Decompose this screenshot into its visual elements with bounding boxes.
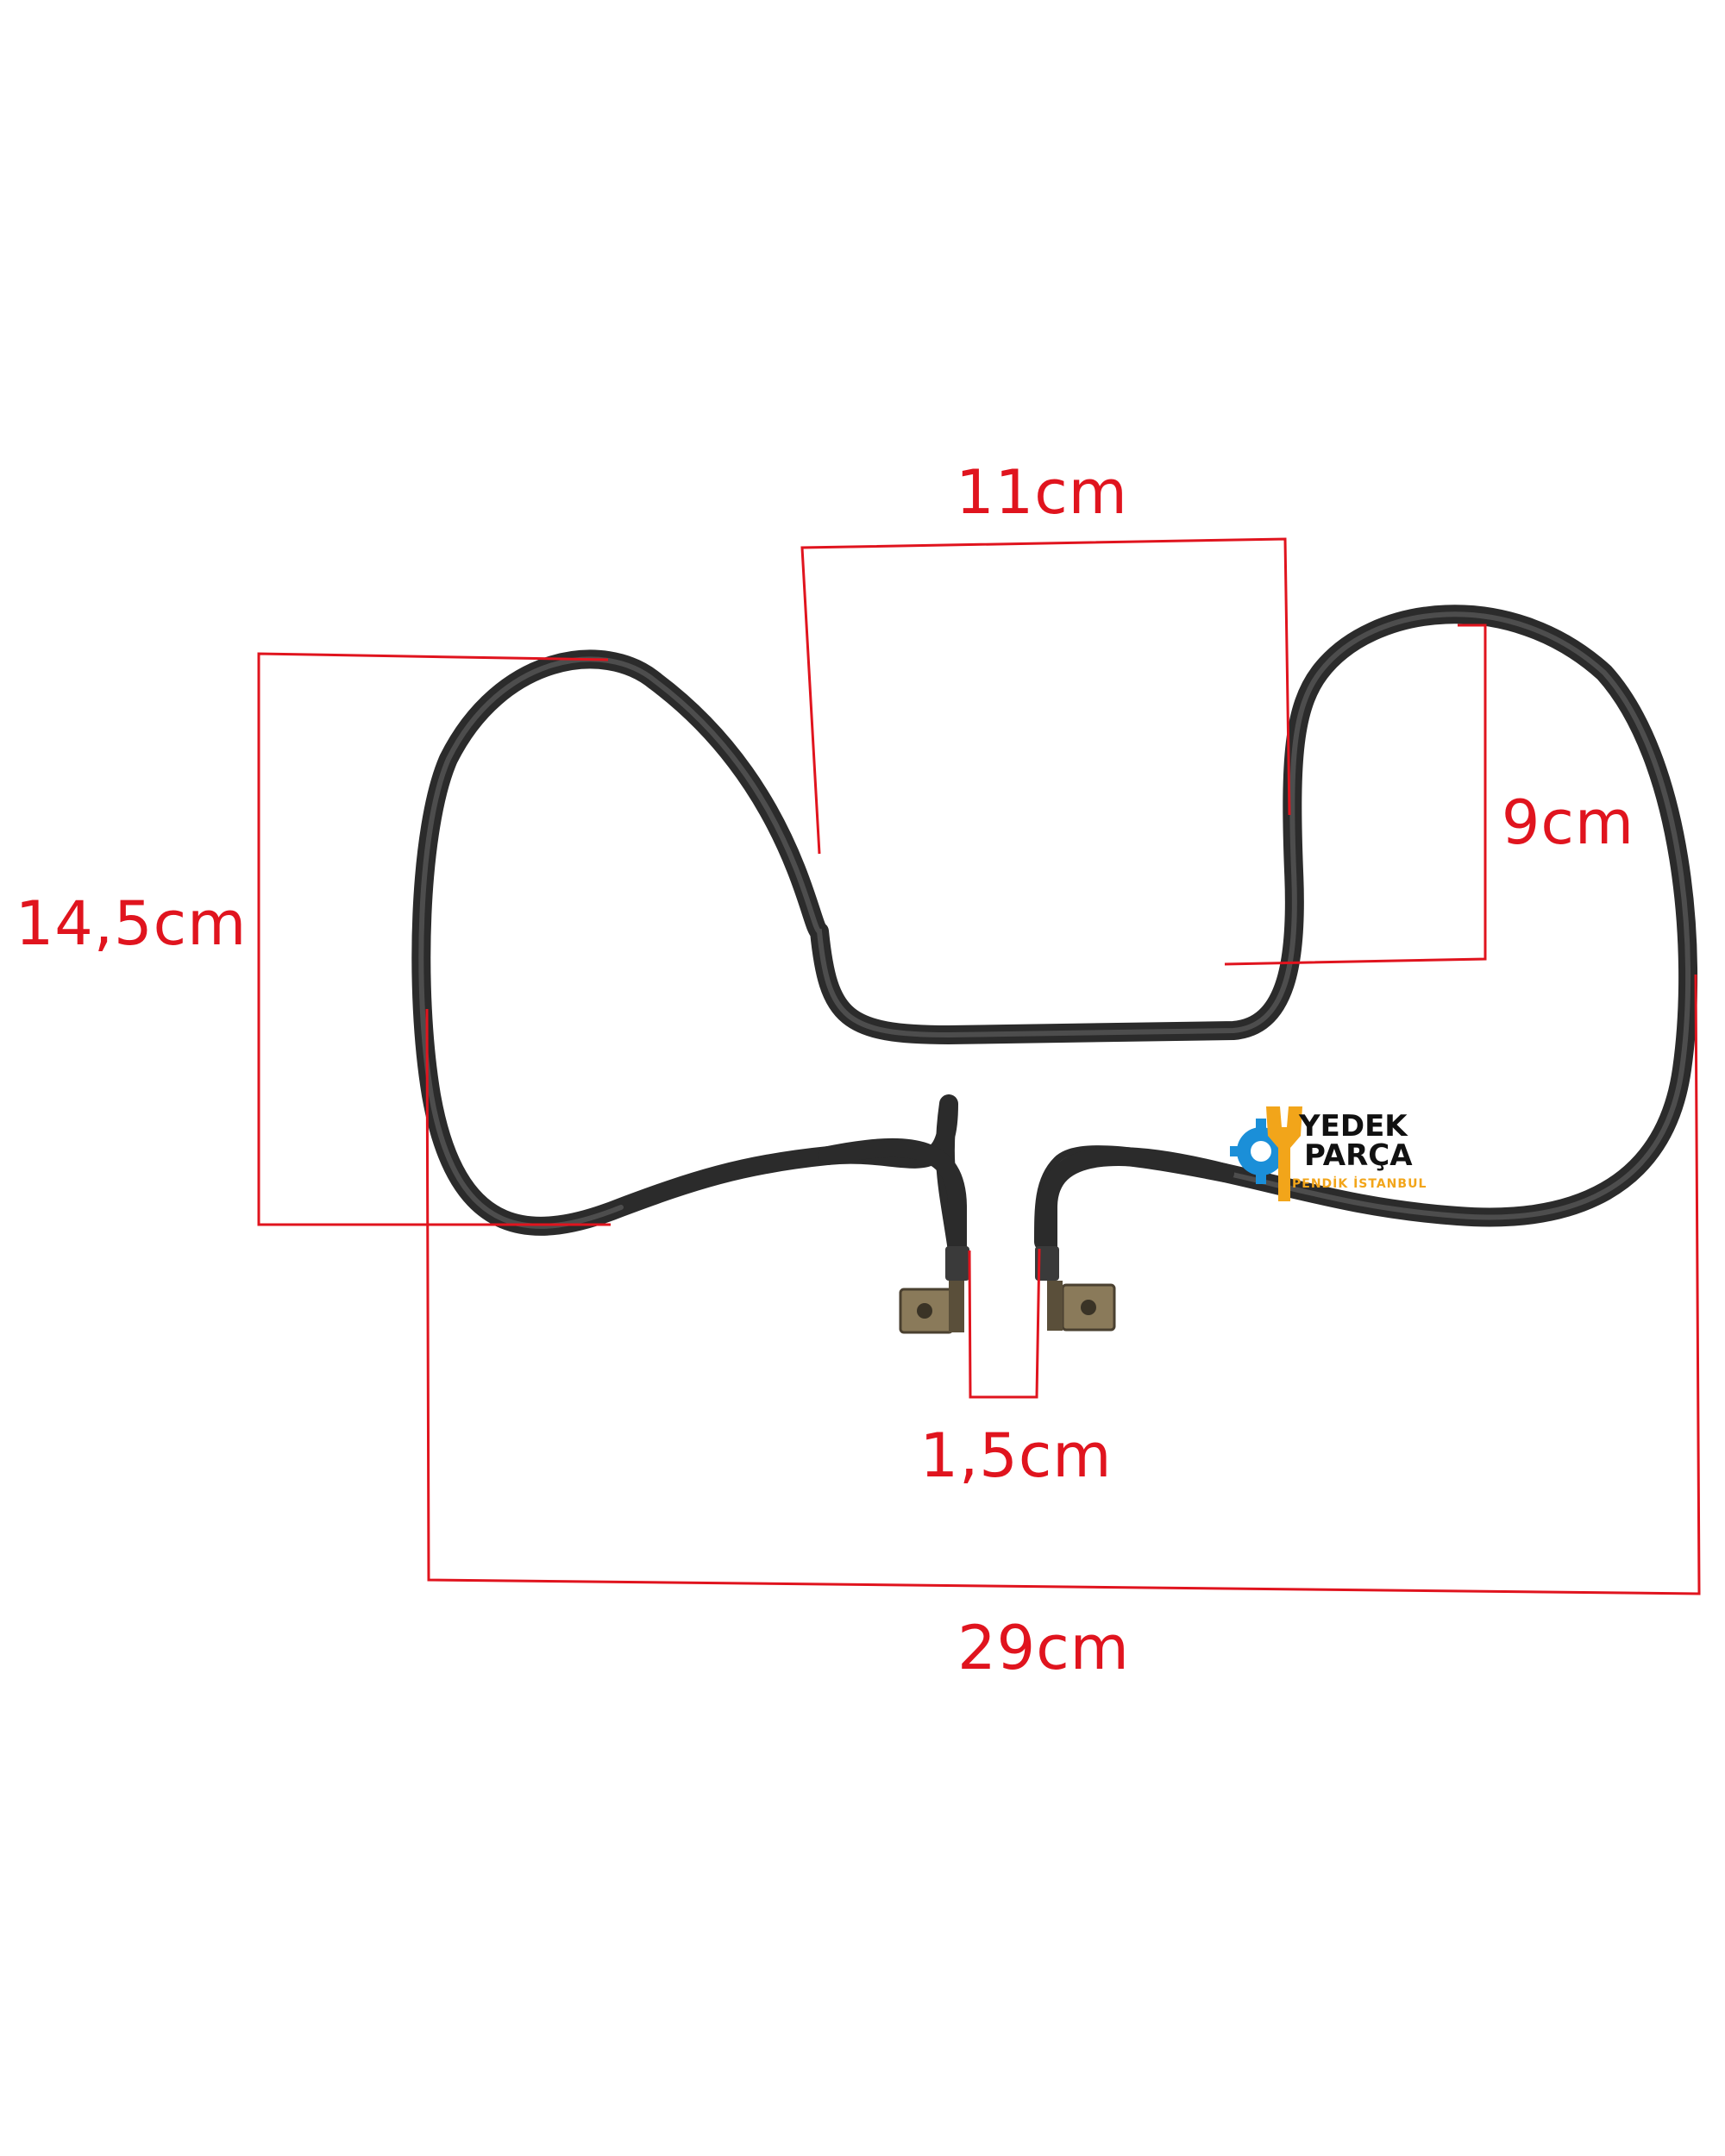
- left-lead: [819, 1138, 967, 1260]
- right-terminal-sleeve: [1035, 1246, 1059, 1281]
- dimension-line-total-width: [425, 974, 1701, 1595]
- element-tube-outer: [411, 605, 1698, 1260]
- dimension-lines: [257, 537, 1701, 1595]
- dimension-line-left-height: [257, 652, 611, 1226]
- left-terminal-sleeve: [945, 1246, 969, 1281]
- dimension-line-top-width: [800, 537, 1291, 855]
- right-terminal-tab: [1047, 1281, 1116, 1332]
- label-top-width: 11cm: [956, 457, 1128, 528]
- element-tube-highlight: [418, 611, 1691, 1229]
- left-terminal-tab: [899, 1281, 964, 1334]
- right-lead: [1038, 1146, 1234, 1260]
- wrench-icon: [1266, 1106, 1302, 1201]
- label-total-width: 29cm: [957, 1613, 1130, 1683]
- logo-line-2: PARÇA: [1304, 1138, 1413, 1173]
- label-terminal-gap: 1,5cm: [920, 1420, 1113, 1491]
- label-left-height: 14,5cm: [16, 888, 248, 959]
- dimension-line-right-height: [1224, 624, 1487, 966]
- logo-line-3: PENDİK İSTANBUL: [1292, 1176, 1427, 1191]
- label-right-height: 9cm: [1502, 787, 1634, 858]
- logo-line-1: YEDEK: [1298, 1109, 1408, 1144]
- brand-logo: YEDEK PARÇA PENDİK İSTANBUL: [1230, 1106, 1427, 1201]
- dimension-line-terminal-gap: [968, 1248, 1041, 1399]
- heating-element: [411, 605, 1698, 1334]
